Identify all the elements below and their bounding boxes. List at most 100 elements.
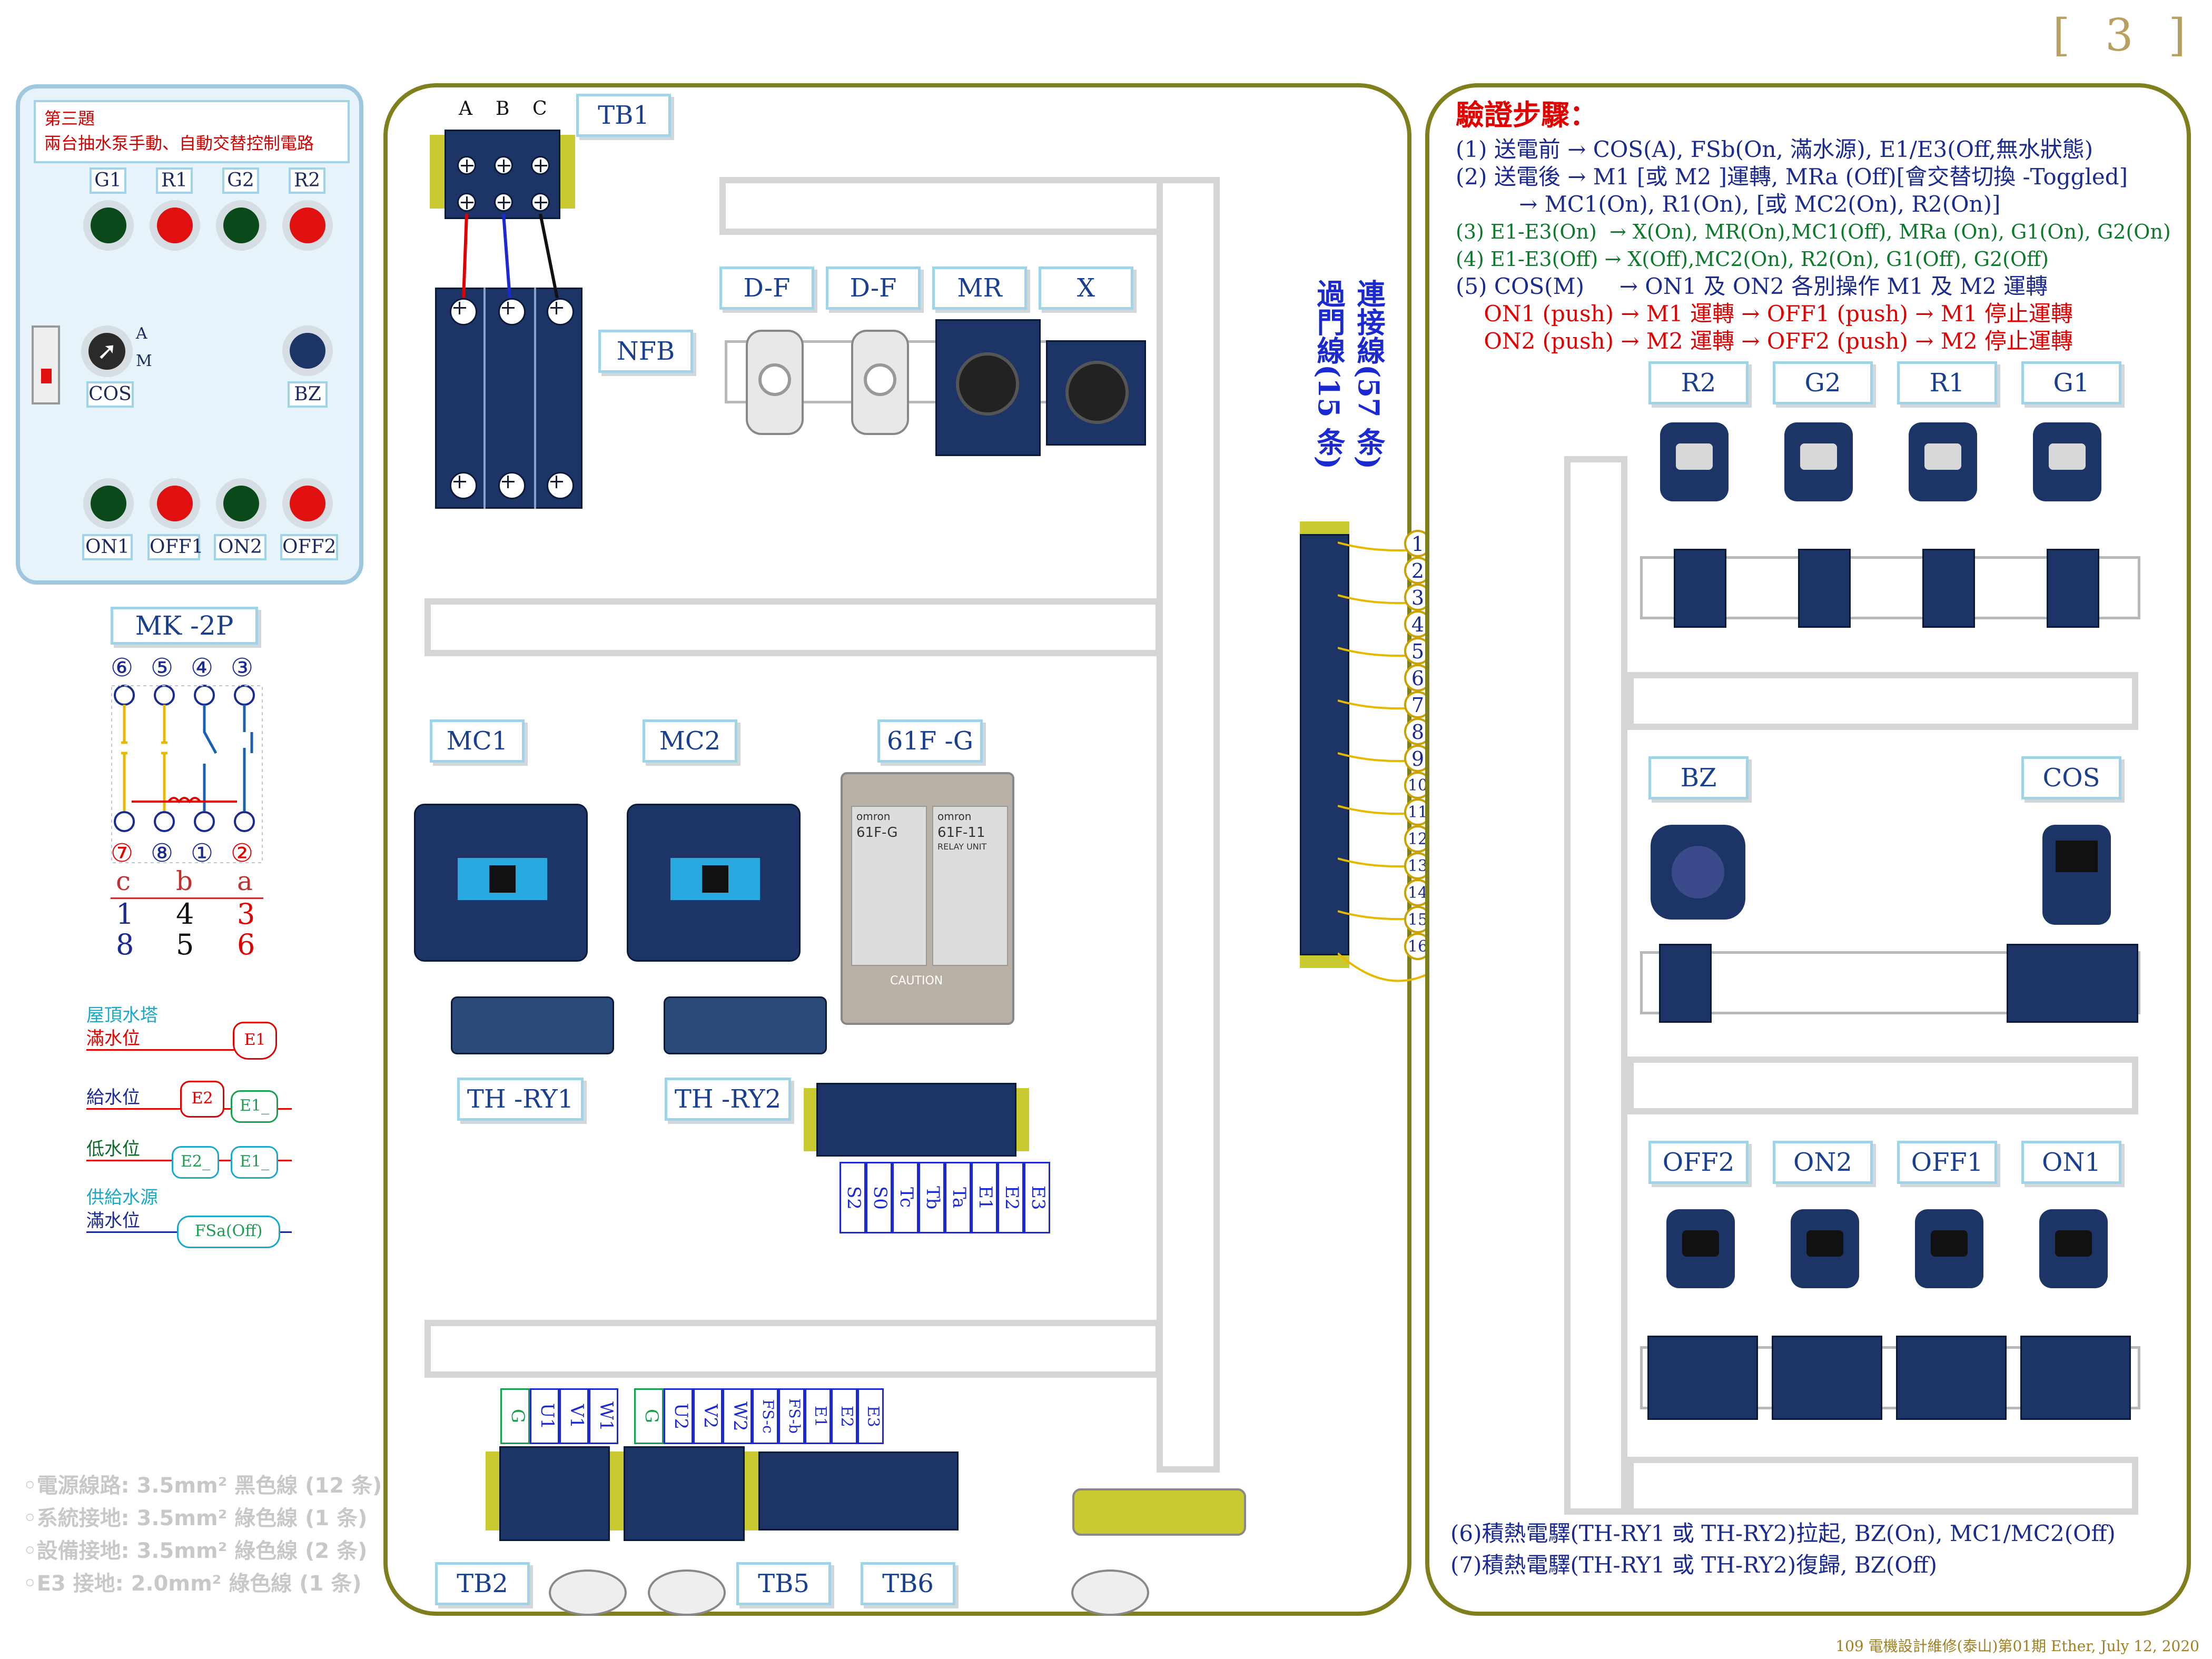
mk2p-row-top-2: 4: [176, 897, 194, 931]
mk2p-bottom-pin-1: ⑦: [111, 838, 134, 868]
verification-step-7: (7)積熱電驛(TH-RY1 或 TH-RY2)復歸, BZ(Off): [1450, 1552, 1937, 1578]
wiring-note-2: ◦系統接地: 3.5mm² 綠色線 (1 条): [23, 1506, 368, 1530]
e1-probe-a: E1_: [231, 1090, 278, 1123]
door-label-off2: OFF2: [1648, 1141, 1749, 1184]
mk2p-divider: [111, 897, 263, 899]
verification-steps: (1) 送電前 → COS(A), FSb(On, 滿水源), E1/E3(Of…: [1456, 136, 2171, 355]
door-lamp-g1: [2033, 422, 2101, 501]
tb-label-u2: U2: [664, 1388, 693, 1444]
term-label-e3: E3: [1024, 1162, 1050, 1233]
tb1-phase-c: C: [532, 98, 547, 120]
question-title-box: 第三題 兩台抽水泵手動、自動交替控制電路: [34, 100, 350, 163]
mk2p-bottom-pin-3: ①: [191, 838, 214, 868]
term-label-s2: S2: [840, 1162, 866, 1233]
door-wire-num-8: 8: [1404, 718, 1431, 745]
door-duct-1: [1627, 672, 2138, 730]
door-label-r2: R2: [1648, 361, 1749, 404]
arrow-icon: ➚: [88, 333, 125, 370]
tb-label-v2: V2: [693, 1388, 723, 1444]
door-cos-switch: [2042, 825, 2111, 925]
tb-label-w2: W2: [723, 1388, 752, 1444]
relay-caution-label: CAUTION: [890, 974, 943, 987]
df2-label: D-F: [826, 266, 921, 310]
overload-thry2: [664, 996, 827, 1054]
source-label: 供給水源: [86, 1187, 158, 1208]
verification-step-5a: ON1 (push) → M1 運轉 → OFF1 (push) → M1 停止…: [1456, 301, 2073, 327]
door-tb-cos: [2007, 944, 2138, 1023]
x-label: X: [1039, 266, 1133, 310]
fsa-float-switch: FSa(Off): [177, 1216, 280, 1248]
mk2p-row-bottom-3: 6: [237, 928, 255, 961]
tb-label-e3: E3: [857, 1388, 884, 1444]
bz-label: BZ: [288, 381, 328, 408]
tower-label: 屋頂水塔: [86, 1005, 158, 1026]
door-wire-label-1: 過門線(15 条): [1312, 279, 1346, 470]
tb1-end-right: [560, 135, 575, 209]
door-button-on1: [2039, 1209, 2108, 1288]
tb1-label: TB1: [576, 94, 671, 137]
door-tb-off1: [1896, 1336, 2007, 1420]
mk2p-top-pin-2: ⑤: [151, 653, 174, 683]
door-duct-vertical: [1564, 456, 1627, 1515]
cos-position-m: M: [136, 352, 152, 370]
e2-probe-b: E2_: [172, 1146, 219, 1179]
cable-gland-3: [1071, 1569, 1149, 1616]
tb1-phase-b: B: [496, 98, 510, 120]
door-lamp-g2: [1784, 422, 1853, 501]
door-tb-bz: [1659, 944, 1712, 1023]
cos-position-a: A: [136, 324, 147, 343]
door-label-on2: ON2: [1773, 1141, 1873, 1184]
tb1-nfb-wires: [462, 214, 559, 298]
tb-label-e2: E2: [831, 1388, 857, 1444]
door-tb-off2: [1647, 1336, 1758, 1420]
mk2p-row-bottom-2: 5: [176, 928, 194, 961]
door-button-off2: [1666, 1209, 1735, 1288]
door-button-on2: [1791, 1209, 1859, 1288]
duct-mid: [424, 598, 1162, 656]
lamp-label-g2: G2: [222, 167, 259, 194]
tb6-label: TB6: [861, 1562, 955, 1605]
door-duct-2: [1627, 1056, 2138, 1114]
button-label-off2: OFF2: [280, 534, 338, 560]
button-off2: [282, 478, 333, 529]
relay-socket-mr: [935, 319, 1041, 456]
door-label-bz: BZ: [1648, 756, 1749, 799]
mk2p-diagram: ⑥ ⑤ ④ ③ ⑦ ⑧ ① ② c b a 1 4 3 8 5 6: [111, 653, 269, 961]
contactor-mc1: [414, 804, 588, 962]
pilot-lamp-g1: [83, 200, 134, 251]
question-title: 兩台抽水泵手動、自動交替控制電路: [44, 133, 314, 153]
tb-label-fsb: FS-b: [778, 1388, 805, 1444]
door-tb-r2: [1674, 549, 1726, 628]
feed-level-label: 給水位: [86, 1087, 140, 1108]
relay-face-left-model: 61F-G: [856, 825, 898, 841]
e2-probe: E2: [180, 1081, 224, 1118]
page-number: [ 3 ]: [2052, 9, 2196, 61]
door-tb-r1: [1922, 549, 1975, 628]
tb-label-e1: E1: [805, 1388, 831, 1444]
term-label-e2: E2: [998, 1162, 1024, 1233]
lamp-label-r2: R2: [289, 167, 325, 194]
fuse-df1: [746, 330, 804, 435]
thry1-label: TH -RY1: [457, 1078, 584, 1121]
front-panel-box: 第三題 兩台抽水泵手動、自動交替控制電路 G1 R1 G2 R2 ➚ A M C…: [16, 84, 363, 585]
mc1-label: MC1: [430, 719, 525, 763]
door-label-on1: ON1: [2021, 1141, 2121, 1184]
nfb-label: NFB: [598, 330, 693, 373]
door-tb-g2: [1798, 549, 1851, 628]
mk2p-letter-a: a: [237, 866, 253, 896]
e1-top-probe: E1: [233, 1022, 277, 1060]
water-level-legend: 屋頂水塔 滿水位 E1 給水位 E2 E1_ 低水位 E2_ E1_ 供給水源 …: [79, 1001, 300, 1248]
e1-probe-b: E1_: [231, 1146, 278, 1179]
door-wire-num-16: 16: [1404, 933, 1431, 960]
tb-label-fsc: FS-c: [752, 1388, 778, 1444]
door-label-g2: G2: [1773, 361, 1873, 404]
mr-label: MR: [932, 266, 1027, 310]
mk2p-letter-b: b: [176, 866, 193, 896]
pilot-lamp-g2: [216, 200, 266, 251]
wiring-note-3: ◦設備接地: 3.5mm² 綠色線 (2 条): [23, 1539, 368, 1563]
verification-step-2: (2) 送電後 → M1 [或 M2 ]運轉, MRa (Off)[會交替切換 …: [1456, 164, 2128, 190]
lamp-label-g1: G1: [90, 167, 126, 194]
source-full-label: 滿水位: [86, 1210, 140, 1231]
verification-step-3: (3) E1-E3(On) → X(On), MR(On),MC1(Off), …: [1456, 220, 2171, 243]
door-tb-g1: [2047, 549, 2099, 628]
